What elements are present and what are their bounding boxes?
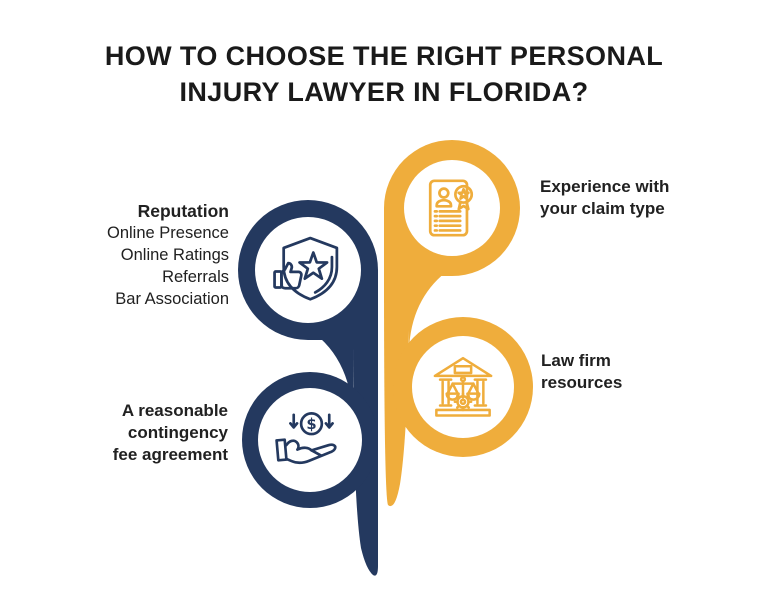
- yellow-fillet: [409, 272, 446, 350]
- lawfirm-label-line1: Law firm: [541, 351, 611, 370]
- fee-label: A reasonable contingency fee agreement: [113, 400, 228, 466]
- reputation-item: Bar Association: [115, 290, 229, 308]
- reputation-heading: Reputation: [137, 201, 229, 221]
- reputation-item: Online Presence: [107, 224, 229, 242]
- dollar-sign: $: [306, 416, 316, 433]
- experience-label-line2: your claim type: [540, 199, 665, 218]
- page-title: HOW TO CHOOSE THE RIGHT PERSONAL INJURY …: [0, 38, 768, 110]
- lawfirm-label-line2: resources: [541, 373, 623, 392]
- experience-label-line1: Experience with: [540, 177, 670, 196]
- reputation-item: Online Ratings: [120, 246, 229, 264]
- lawfirm-label: Law firm resources: [541, 350, 622, 394]
- fee-label-line1: A reasonable: [121, 401, 228, 420]
- experience-inner-circle: [404, 160, 500, 256]
- fee-label-line3: fee agreement: [112, 445, 228, 464]
- fee-label-line2: contingency: [127, 423, 228, 442]
- reputation-label: Reputation Online Presence Online Rating…: [107, 200, 229, 310]
- fee-inner-circle: [258, 388, 362, 492]
- certificate-icon: [428, 179, 474, 237]
- reputation-item: Referrals: [162, 268, 229, 286]
- shield-star-thumbs-up-icon: [273, 236, 339, 301]
- page-title-line2: INJURY LAWYER IN FLORIDA?: [179, 77, 589, 107]
- experience-label: Experience with your claim type: [540, 176, 669, 220]
- navy-fillet: [320, 338, 353, 418]
- page-title-line1: HOW TO CHOOSE THE RIGHT PERSONAL: [104, 41, 664, 71]
- hand-money-icon: $: [275, 412, 337, 465]
- courthouse-scales-icon: [433, 356, 493, 417]
